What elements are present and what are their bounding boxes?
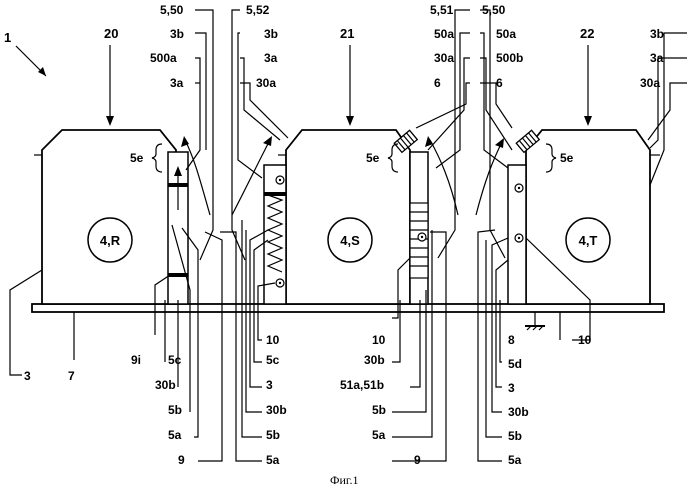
label-6-b: 6 bbox=[496, 76, 503, 90]
label-7: 7 bbox=[68, 369, 75, 383]
label-9i: 9i bbox=[131, 353, 141, 367]
label-30b-d: 30b bbox=[508, 405, 529, 419]
label-8: 8 bbox=[508, 333, 515, 347]
label-500a: 500a bbox=[150, 51, 177, 65]
label-3a-b: 3a bbox=[264, 51, 278, 65]
system-ref-label: 1 bbox=[4, 30, 11, 45]
label-3a-c: 3a bbox=[650, 51, 664, 65]
label-3b-a: 3b bbox=[170, 27, 184, 41]
label-5e-a: 5e bbox=[130, 151, 144, 165]
label-51a-51b: 51a,51b bbox=[340, 378, 384, 392]
label-10-b: 10 bbox=[372, 333, 386, 347]
label-3a-a: 3a bbox=[170, 76, 184, 90]
label-3b-b: 3b bbox=[264, 27, 278, 41]
ground-symbol bbox=[525, 312, 545, 330]
label-5-50-a: 5,50 bbox=[160, 3, 184, 17]
label-5a-d: 5a bbox=[508, 453, 522, 467]
label-30a-c: 30a bbox=[640, 76, 660, 90]
label-5e-c: 5e bbox=[560, 151, 574, 165]
base-plate bbox=[32, 304, 664, 312]
partition-s-right bbox=[410, 152, 428, 304]
label-3-b: 3 bbox=[266, 378, 273, 392]
partition-r bbox=[168, 152, 188, 304]
label-50a-b: 50a bbox=[496, 27, 516, 41]
figure-caption: Фиг.1 bbox=[330, 473, 358, 487]
label-5e-b: 5e bbox=[366, 151, 380, 165]
label-5-51: 5,51 bbox=[430, 3, 454, 17]
label-5c-b: 5c bbox=[266, 353, 280, 367]
label-30a-b: 30a bbox=[434, 51, 454, 65]
unit-t-label: 4,T bbox=[579, 233, 598, 248]
label-9-b: 9 bbox=[414, 453, 421, 467]
label-50a-a: 50a bbox=[434, 27, 454, 41]
label-30b-c: 30b bbox=[364, 353, 385, 367]
unit-r-label: 4,R bbox=[100, 233, 121, 248]
label-30b-a: 30b bbox=[155, 378, 176, 392]
unit-s-label: 4,S bbox=[340, 233, 360, 248]
label-6-a: 6 bbox=[434, 76, 441, 90]
label-3b-c: 3b bbox=[650, 27, 664, 41]
unit-t-ref: 22 bbox=[580, 26, 594, 41]
label-5d: 5d bbox=[508, 357, 522, 371]
label-30a-a: 30a bbox=[256, 76, 276, 90]
label-5-52: 5,52 bbox=[246, 3, 270, 17]
label-500b: 500b bbox=[496, 51, 523, 65]
label-30b-b: 30b bbox=[266, 403, 287, 417]
label-5b-b: 5b bbox=[266, 428, 280, 442]
label-10-c: 10 bbox=[578, 333, 592, 347]
label-3-a: 3 bbox=[24, 369, 31, 383]
label-10-a: 10 bbox=[266, 333, 280, 347]
label-5b-c: 5b bbox=[372, 403, 386, 417]
unit-t bbox=[526, 130, 660, 304]
label-5a-a: 5a bbox=[168, 428, 182, 442]
unit-r-ref: 20 bbox=[104, 26, 118, 41]
label-5a-c: 5a bbox=[372, 428, 386, 442]
label-5a-b: 5a bbox=[266, 453, 280, 467]
partition-t bbox=[508, 165, 526, 304]
unit-s-ref: 21 bbox=[340, 26, 354, 41]
label-5-50-b: 5,50 bbox=[482, 3, 506, 17]
label-5b-d: 5b bbox=[508, 429, 522, 443]
label-5c-a: 5c bbox=[168, 353, 182, 367]
unit-s bbox=[278, 130, 410, 304]
label-3-c: 3 bbox=[508, 381, 515, 395]
label-5b-a: 5b bbox=[168, 403, 182, 417]
unit-r bbox=[34, 130, 186, 304]
label-9-a: 9 bbox=[178, 453, 185, 467]
